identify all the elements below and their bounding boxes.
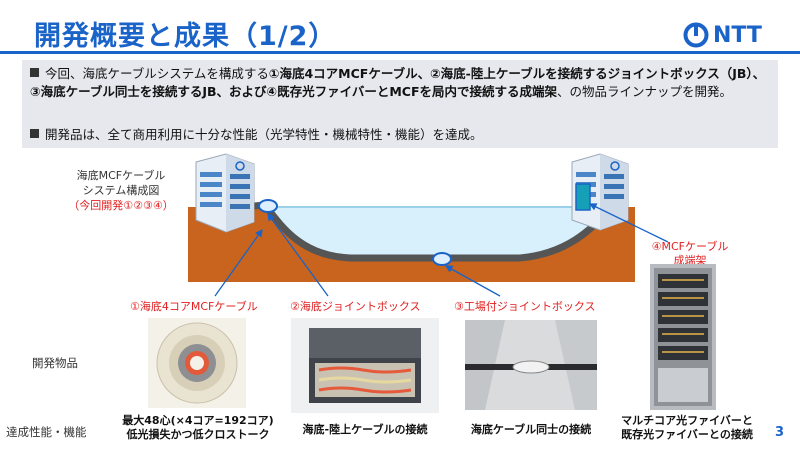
pointer-4	[588, 203, 669, 243]
sea-water	[262, 207, 620, 258]
label-4-line2: 成端架	[673, 254, 707, 267]
pointer-2	[267, 212, 329, 297]
bullet-1-pre: 今回、海底ケーブルシステムを構成する	[45, 66, 269, 81]
photo-mcf-cable-spool	[148, 318, 246, 408]
summary-bullet-2: 開発品は、全て商用利用に十分な性能（光学特性・機械特性・機能）を達成。	[30, 126, 772, 144]
pointer-3	[444, 265, 501, 297]
photo-sea-joint-box	[291, 318, 439, 413]
pointer-1	[214, 228, 263, 297]
caption-4-line1: マルチコア光ファイバーと	[621, 414, 753, 427]
logo-text: NTT	[713, 22, 762, 48]
joint-box-marker-2	[258, 199, 278, 213]
label-4-line1: ④MCFケーブル	[651, 240, 729, 253]
summary-bullet-1: 今回、海底ケーブルシステムを構成する①海底4コアMCFケーブル、②海底-陸上ケー…	[30, 65, 772, 101]
caption-4-line2: 既存光ファイバーとの接続	[621, 428, 753, 441]
caption-sea-joint-box: 海底-陸上ケーブルの接続	[302, 423, 428, 436]
caption-termination-rack: マルチコア光ファイバーと 既存光ファイバーとの接続	[612, 414, 762, 442]
summary-box: 今回、海底ケーブルシステムを構成する①海底4コアMCFケーブル、②海底-陸上ケー…	[22, 60, 778, 148]
photo-factory-joint-box	[465, 320, 597, 410]
title-divider	[0, 51, 800, 54]
row-label-products: 開発物品	[32, 356, 78, 370]
right-building-icon	[571, 153, 629, 231]
bullet-1-post: 、の物品ラインナップを開発。	[557, 84, 733, 99]
bullet-1-bold: ①海底4コアMCFケーブル、②海底-陸上ケーブルを接続するジョイントボックス（J…	[30, 66, 766, 99]
page-title: 開発概要と成果（1/2）	[34, 21, 337, 52]
caption-mcf-cable: 最大48心(×4コア=192コア) 低光損失かつ低クロストーク	[108, 414, 288, 442]
diagram-caption-line3: （今回開発①②③④）	[68, 199, 174, 212]
joint-box-marker-3	[432, 252, 452, 266]
bullet-square-icon	[30, 68, 39, 77]
diagram-caption-line1: 海底MCFケーブル	[76, 169, 166, 182]
label-sea-joint-box: ②海底ジョイントボックス	[290, 300, 421, 313]
label-termination-rack: ④MCFケーブル 成端架	[640, 240, 740, 268]
system-diagram	[188, 153, 669, 297]
left-building-icon	[195, 153, 255, 233]
row-label-performance: 達成性能・機能	[6, 425, 87, 439]
diagram-caption: 海底MCFケーブル システム構成図 （今回開発①②③④）	[66, 168, 176, 213]
caption-1-line2: 低光損失かつ低クロストーク	[126, 428, 270, 441]
photo-termination-rack	[650, 264, 716, 410]
bullet-square-icon	[30, 129, 39, 138]
diagram-caption-line2: システム構成図	[82, 184, 160, 197]
ntt-logo-icon	[683, 22, 709, 48]
caption-1-line1: 最大48心(×4コア=192コア)	[122, 414, 274, 427]
bullet-2-text: 開発品は、全て商用利用に十分な性能（光学特性・機械特性・機能）を達成。	[45, 127, 483, 142]
caption-factory-joint-box: 海底ケーブル同士の接続	[470, 423, 592, 436]
page-number: 3	[775, 425, 785, 440]
ntt-logo: NTT	[683, 20, 762, 50]
label-mcf-cable: ①海底4コアMCFケーブル	[130, 300, 258, 313]
label-factory-joint-box: ③工場付ジョイントボックス	[454, 300, 596, 313]
